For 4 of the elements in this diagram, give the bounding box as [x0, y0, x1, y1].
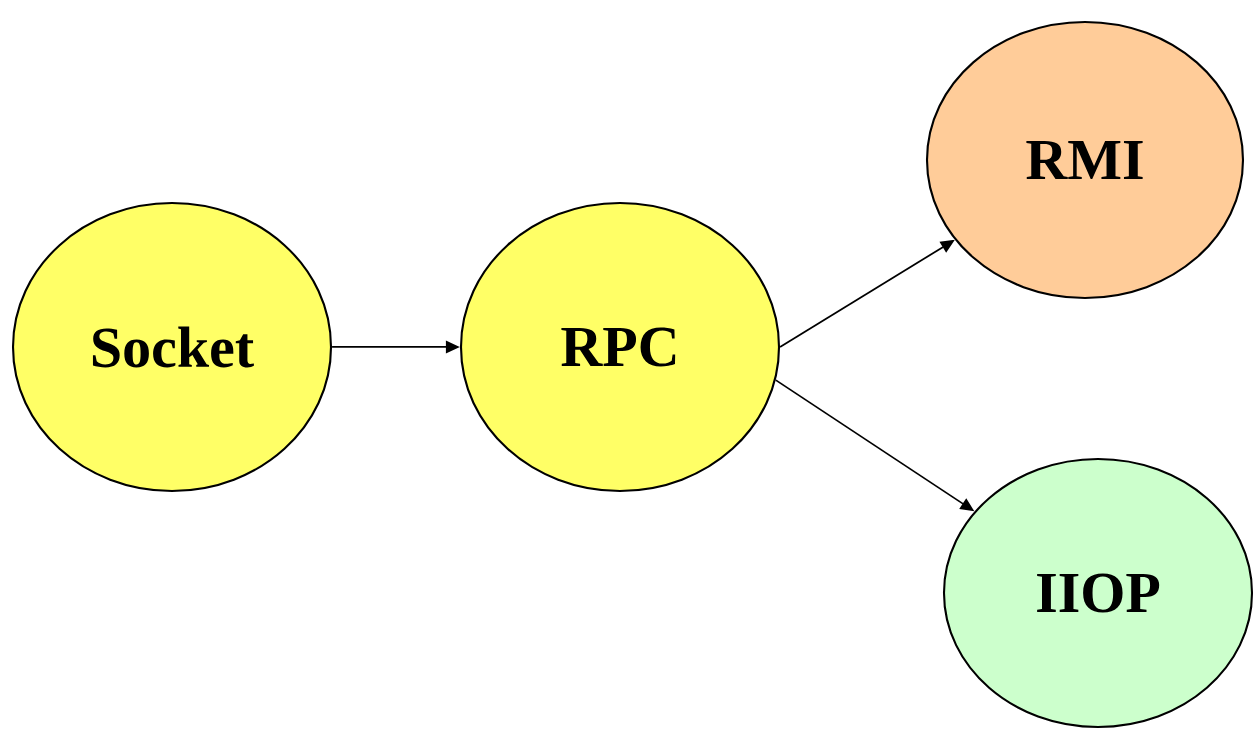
ellipse-node: RPC: [459, 201, 781, 493]
ellipse-node: IIOP: [942, 457, 1254, 729]
ellipse-node: RMI: [925, 20, 1245, 300]
ellipse-node: Socket: [11, 201, 333, 493]
